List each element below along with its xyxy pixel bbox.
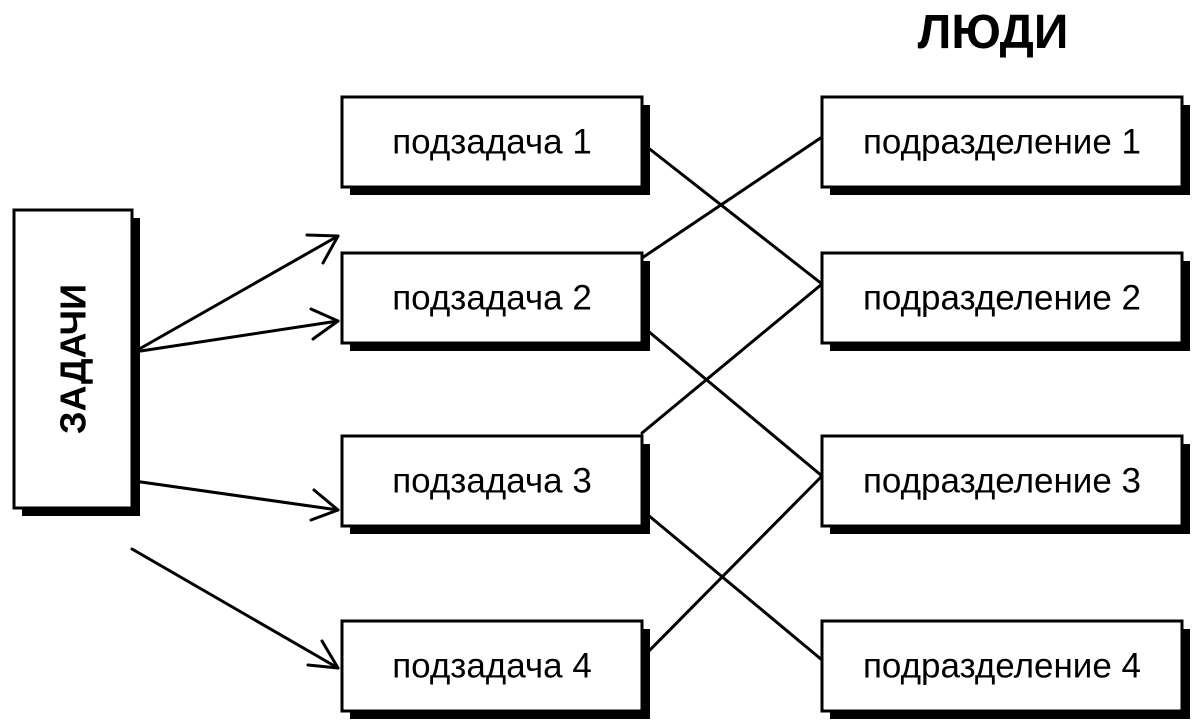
link-subtask4-department3 (640, 474, 824, 660)
link-subtask2-department3 (640, 324, 824, 478)
task-arrows (130, 233, 340, 670)
arrowhead-icon (305, 233, 340, 265)
department-label: подразделение 1 (863, 123, 1141, 162)
arrowhead-icon (309, 307, 340, 341)
tasks-label: ЗАДАЧИ (53, 284, 94, 434)
department-label: подразделение 2 (863, 279, 1141, 318)
arrow-to-subtask-4 (130, 547, 340, 670)
people-heading: ЛЮДИ (918, 6, 1069, 59)
arrow-to-subtask-2 (132, 319, 340, 354)
department-box: подразделение 3 (820, 434, 1190, 534)
department-label: подразделение 3 (863, 462, 1141, 501)
link-subtask3-department4 (640, 508, 824, 662)
department-box: подразделение 4 (820, 619, 1190, 719)
link-subtask2-department1 (640, 135, 824, 260)
arrowhead-icon (309, 488, 340, 522)
subtask-box: подзадача 1 (340, 95, 650, 195)
subtask-box: подзадача 2 (340, 251, 650, 351)
subtask-label: подзадача 4 (392, 647, 592, 686)
arrow-to-subtask-3 (132, 479, 340, 512)
subtask-label: подзадача 2 (392, 279, 592, 318)
department-label: подразделение 4 (863, 647, 1141, 686)
arrowhead-icon (306, 639, 340, 670)
assignment-lines (640, 135, 824, 662)
tasks-box: ЗАДАЧИ (12, 208, 140, 516)
link-subtask3-department2 (640, 282, 824, 435)
department-box: подразделение 2 (820, 251, 1190, 351)
arrow-to-subtask-1 (132, 234, 340, 354)
department-box: подразделение 1 (820, 95, 1190, 195)
subtask-label: подзадача 1 (392, 123, 592, 162)
subtask-box: подзадача 3 (340, 434, 650, 534)
subtask-label: подзадача 3 (392, 462, 592, 501)
subtask-box: подзадача 4 (340, 619, 650, 719)
link-subtask1-department2 (640, 141, 824, 286)
